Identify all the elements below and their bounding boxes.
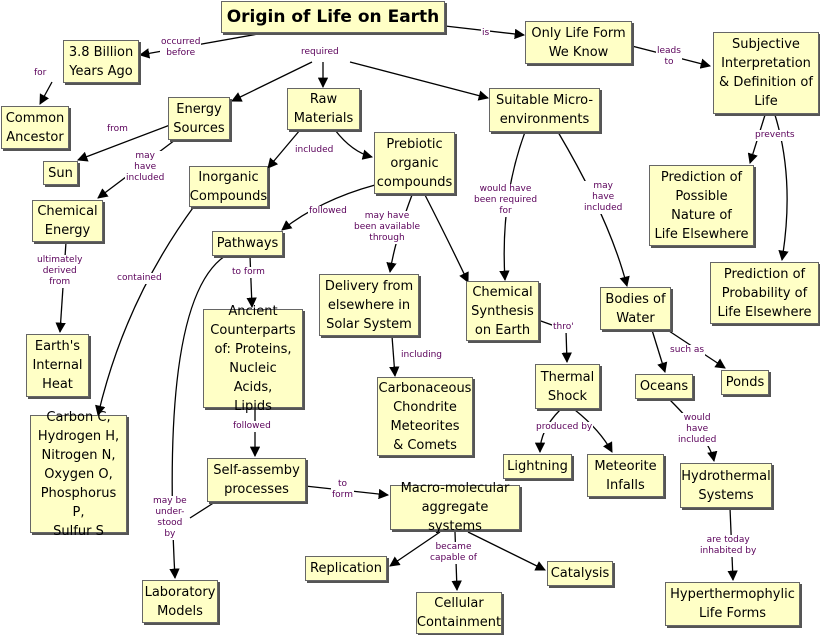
node-cellular-containment[interactable]: Cellular Containment <box>416 592 502 634</box>
node-prebiotic-organic-compounds[interactable]: Prebiotic organic compounds <box>374 132 455 194</box>
node-suitable-microenvironments[interactable]: Suitable Micro- environments <box>489 88 600 132</box>
node-ancient-counterparts[interactable]: Ancient Counterparts of: Proteins, Nucle… <box>203 304 303 414</box>
link-label-to-form-1: to form <box>231 267 266 278</box>
node-carbonaceous-chondrite[interactable]: Carbonaceous Chondrite Meteorites & Come… <box>377 377 473 456</box>
link-label-followed-1: followed <box>308 206 348 217</box>
link-label-would-have-been-required: would have been required for <box>473 184 539 217</box>
link-label-followed-2: followed <box>232 421 272 432</box>
link-label-to-form-2: to form <box>331 479 354 501</box>
link-label-may-have-included-2: may have included <box>583 181 624 214</box>
link-label-for: for <box>33 68 48 79</box>
node-meteorite-infalls[interactable]: Meteorite Infalls <box>587 454 664 497</box>
link-label-thro: thro' <box>552 322 575 333</box>
link-label-required: required <box>300 47 340 58</box>
node-sun[interactable]: Sun <box>43 161 78 185</box>
node-thermal-shock[interactable]: Thermal Shock <box>535 364 600 409</box>
node-chemical-synthesis[interactable]: Chemical Synthesis on Earth <box>466 281 539 341</box>
node-ponds[interactable]: Ponds <box>721 370 769 395</box>
link-label-such-as: such as <box>669 345 706 356</box>
node-self-assembly-processes[interactable]: Self-assemby processes <box>207 458 306 502</box>
node-chemical-energy[interactable]: Chemical Energy <box>32 200 103 242</box>
node-bodies-of-water[interactable]: Bodies of Water <box>600 287 671 330</box>
link-label-leads-to: leads to <box>656 46 682 68</box>
node-catalysis[interactable]: Catalysis <box>547 561 613 586</box>
node-inorganic-compounds[interactable]: Inorganic Compounds <box>189 166 268 207</box>
node-oceans[interactable]: Oceans <box>635 374 693 399</box>
link-label-would-have-included: would have included <box>677 413 718 446</box>
node-3-8-billion-years-ago[interactable]: 3.8 Billion Years Ago <box>63 40 139 83</box>
node-earths-internal-heat[interactable]: Earth's Internal Heat <box>26 334 89 397</box>
node-raw-materials[interactable]: Raw Materials <box>287 88 360 130</box>
node-macro-molecular-aggregate[interactable]: Macro-molecular aggregate systems <box>390 481 520 534</box>
link-label-are-today-inhabited-by: are today inhabited by <box>699 535 758 557</box>
node-delivery-from-elsewhere[interactable]: Delivery from elsewhere in Solar System <box>319 274 419 336</box>
node-only-life-form[interactable]: Only Life Form We Know <box>525 21 632 64</box>
node-hyperthermophylic-life-forms[interactable]: Hyperthermophylic Life Forms <box>665 582 800 626</box>
node-replication[interactable]: Replication <box>305 556 387 581</box>
link-label-prevents: prevents <box>754 130 796 141</box>
node-laboratory-models[interactable]: Laboratory Models <box>142 580 218 623</box>
link-label-may-have-included-1: may have included <box>125 151 166 184</box>
node-origin-of-life[interactable]: Origin of Life on Earth <box>221 1 445 33</box>
node-elements[interactable]: Carbon C, Hydrogen H, Nitrogen N, Oxygen… <box>30 410 127 539</box>
link-label-from: from <box>106 124 129 135</box>
node-lightning[interactable]: Lightning <box>503 454 572 479</box>
link-label-included: included <box>294 145 335 156</box>
link-label-became-capable-of: became capable of <box>429 542 478 564</box>
link-label-may-have-been-available: may have been available through <box>353 211 421 244</box>
node-pathways[interactable]: Pathways <box>212 231 283 256</box>
link-label-contained: contained <box>116 273 163 284</box>
link-label-ultimately-derived-from: ultimately derived from <box>36 255 84 288</box>
node-common-ancestor[interactable]: Common Ancestor <box>1 106 69 149</box>
link-label-occurred-before: occurred before <box>160 37 202 59</box>
node-hydrothermal-systems[interactable]: Hydrothermal Systems <box>680 463 772 508</box>
link-label-may-be-understood-by: may be under- stood by <box>152 496 188 540</box>
node-prediction-of-possible-nature[interactable]: Prediction of Possible Nature of Life El… <box>649 165 754 246</box>
link-label-produced-by: produced by <box>535 422 594 433</box>
node-prediction-of-probability[interactable]: Prediction of Probability of Life Elsewh… <box>710 262 819 324</box>
node-subjective-interpretation[interactable]: Subjective Interpretation & Definition o… <box>713 32 819 114</box>
node-energy-sources[interactable]: Energy Sources <box>168 97 230 140</box>
link-label-is: is <box>481 28 491 39</box>
link-label-including: including <box>400 350 443 361</box>
